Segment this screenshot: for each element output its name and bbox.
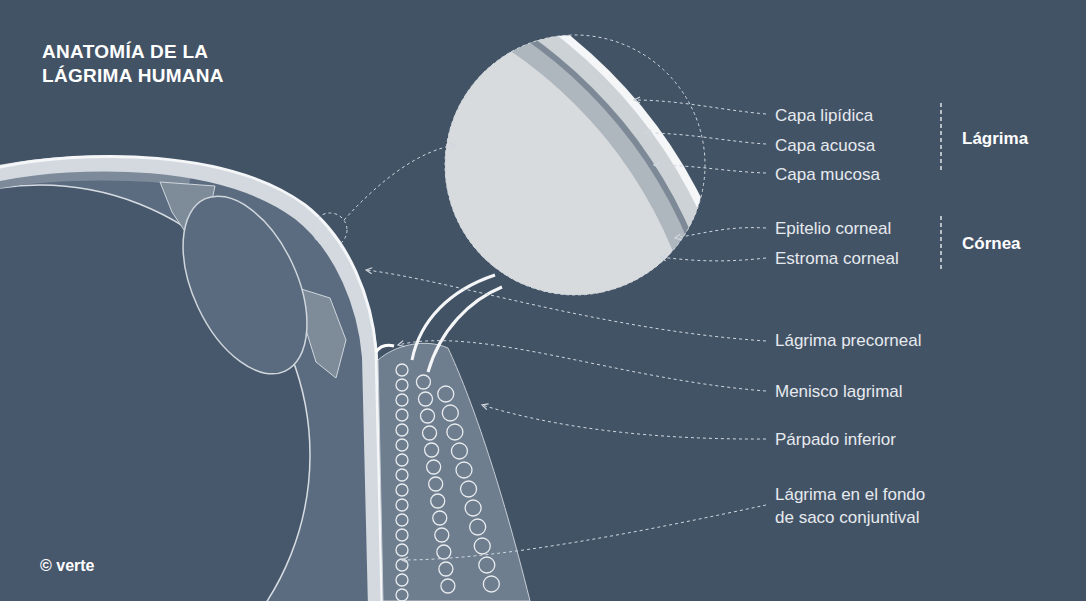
leader-lines — [366, 100, 766, 560]
leader-line — [366, 270, 766, 341]
gland-lobule — [441, 579, 455, 593]
gland-lobule — [396, 379, 408, 391]
watermark: © verte — [40, 554, 94, 577]
zoom-leader — [344, 145, 456, 220]
gland-lobule — [442, 405, 458, 421]
gland-lobule — [456, 462, 472, 478]
leader-line — [634, 100, 766, 114]
leader-line — [654, 165, 766, 173]
group-label: Córnea — [962, 232, 1021, 255]
gland-lobule — [396, 484, 408, 496]
gland-lobule — [396, 409, 408, 421]
eyelash — [428, 287, 502, 372]
gland-lobule — [396, 514, 408, 526]
part-label: Capa lipídica — [775, 104, 873, 127]
leader-line — [660, 257, 766, 261]
gland-lobule — [470, 519, 486, 535]
gland-lobule — [447, 424, 463, 440]
gland-lobule — [431, 494, 445, 508]
part-label: Menisco lagrimal — [775, 380, 903, 403]
detail-marker — [313, 213, 347, 247]
group-label: Lágrima — [962, 127, 1028, 150]
zoom-outline — [445, 35, 705, 295]
group-bracket — [940, 216, 942, 270]
leader-line — [402, 505, 766, 560]
gland-lobule — [429, 477, 443, 491]
gland-lobule — [474, 538, 490, 554]
gland-lobule — [427, 460, 441, 474]
gland-lobule — [396, 559, 408, 571]
gland-lobule — [439, 562, 453, 576]
gland-lobule — [396, 499, 408, 511]
leader-line — [645, 133, 766, 144]
gland-lobule — [396, 424, 408, 436]
gland-lobule — [461, 481, 477, 497]
gland-lobule — [396, 394, 408, 406]
part-label: Estroma corneal — [775, 247, 899, 270]
tear-meniscus — [376, 345, 394, 352]
leader-line — [675, 228, 766, 238]
gland-lobule — [433, 511, 447, 525]
gland-lobule — [451, 443, 467, 459]
group-bracket — [940, 103, 942, 172]
gland-lobule — [438, 386, 454, 402]
gland-lobule — [479, 557, 495, 573]
gland-lobule — [396, 364, 408, 376]
gland-lobule — [465, 500, 481, 516]
gland-lobule — [396, 454, 408, 466]
tear-film — [0, 156, 382, 601]
gland-lobule — [396, 589, 408, 601]
part-label: Lágrima precorneal — [775, 329, 921, 352]
part-label: Lágrima en el fondo de saco conjuntival — [775, 483, 940, 529]
zoom-view — [0, 0, 754, 601]
gland-lobule — [418, 392, 432, 406]
gland-lobule — [396, 469, 408, 481]
gland-lobule — [396, 574, 408, 586]
meibomian-glands — [396, 364, 499, 601]
part-label: Epitelio corneal — [775, 217, 891, 240]
gland-lobule — [396, 439, 408, 451]
part-label: Capa acuosa — [775, 134, 875, 157]
cornea-band — [0, 163, 376, 601]
gland-lobule — [416, 375, 430, 389]
gland-lobule — [423, 426, 437, 440]
gland-lobule — [437, 545, 451, 559]
gland-lobule — [396, 529, 408, 541]
diagram-title: ANATOMÍA DE LA LÁGRIMA HUMANA — [42, 40, 257, 88]
leader-line — [482, 405, 766, 439]
gland-lobule — [435, 528, 449, 542]
eyelash — [412, 275, 495, 360]
gland-lobule — [421, 409, 435, 423]
leader-line — [398, 341, 766, 391]
gland-lobule — [396, 544, 408, 556]
gland-lobule — [425, 443, 439, 457]
part-label: Capa mucosa — [775, 163, 880, 186]
gland-lobule — [483, 576, 499, 592]
part-label: Párpado inferior — [775, 428, 896, 451]
lower-eyelid — [378, 343, 530, 601]
